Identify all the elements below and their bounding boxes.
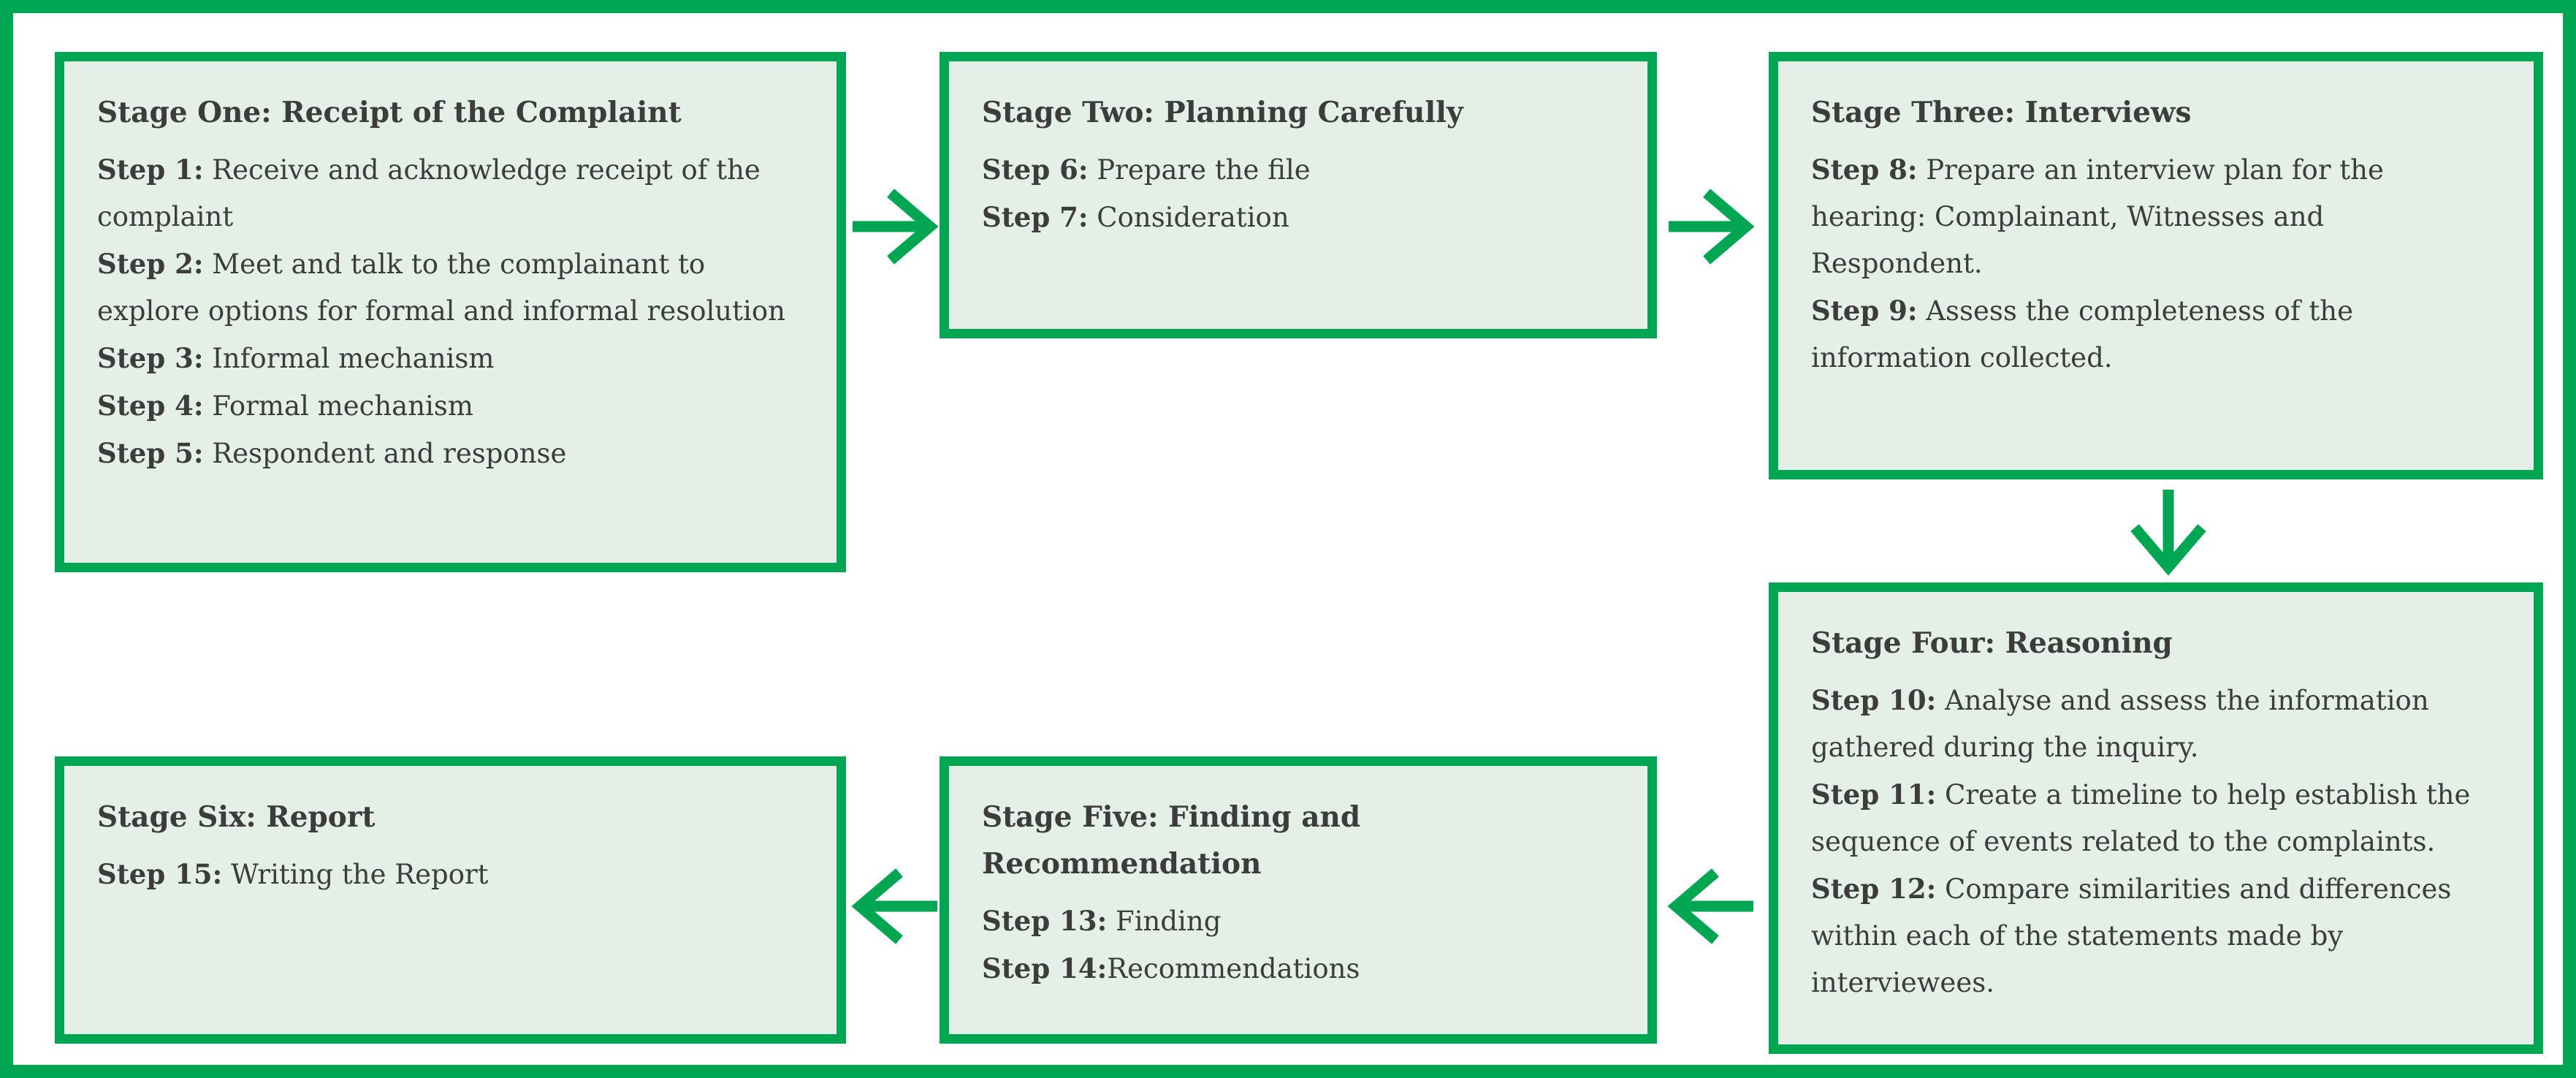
step-14-text: Recommendations <box>1107 953 1360 984</box>
stage-six-box: Stage Six: Report Step 15: Writing the R… <box>55 756 846 1044</box>
step-1: Step 1: Receive and acknowledge receipt … <box>97 146 785 240</box>
step-10-text: Analyse and assess the information gathe… <box>1811 685 2429 763</box>
step-8-text: Prepare an interview plan for the hearin… <box>1811 154 2384 279</box>
step-2-text: Meet and talk to the complainant to expl… <box>97 248 785 327</box>
stage-one-title: Stage One: Receipt of the Complaint <box>97 96 682 129</box>
step-6: Step 6: Prepare the file <box>982 146 1596 194</box>
step-1-text: Receive and acknowledge receipt of the c… <box>97 154 761 232</box>
stage-five-title: Stage Five: Finding and Recommendation <box>982 800 1361 881</box>
step-3-text: Informal mechanism <box>203 343 495 374</box>
stage-three-box: Stage Three: Interviews Step 8: Prepare … <box>1769 52 2543 479</box>
step-9-label: Step 9: <box>1811 295 1918 327</box>
step-5-label: Step 5: <box>97 437 204 469</box>
step-11-label: Step 11: <box>1811 778 1937 811</box>
step-2: Step 2: Meet and talk to the complainant… <box>97 240 785 335</box>
step-4-label: Step 4: <box>97 390 204 422</box>
step-8-label: Step 8: <box>1811 153 1918 186</box>
stage-four-title: Stage Four: Reasoning <box>1811 626 2173 660</box>
step-15: Step 15: Writing the Report <box>97 851 785 898</box>
step-10: Step 10: Analyse and assess the informat… <box>1811 677 2482 771</box>
arrow-stage-two-to-stage-three-right-icon <box>1669 189 1755 265</box>
step-4: Step 4: Formal mechanism <box>97 382 785 430</box>
arrow-stage-one-to-stage-two-right-icon <box>853 189 939 265</box>
step-8: Step 8: Prepare an interview plan for th… <box>1811 146 2482 287</box>
step-3: Step 3: Informal mechanism <box>97 335 785 382</box>
step-11: Step 11: Create a timeline to help estab… <box>1811 771 2482 865</box>
arrow-stage-three-to-stage-four-down-icon <box>2130 490 2206 576</box>
stage-two-title: Stage Two: Planning Carefully <box>982 96 1463 129</box>
step-13-text: Finding <box>1107 906 1222 937</box>
step-10-label: Step 10: <box>1811 684 1937 716</box>
step-4-text: Formal mechanism <box>203 390 473 422</box>
step-9: Step 9: Assess the completeness of the i… <box>1811 287 2482 382</box>
step-3-label: Step 3: <box>97 342 204 374</box>
step-6-label: Step 6: <box>982 153 1089 186</box>
stage-two-box: Stage Two: Planning Carefully Step 6: Pr… <box>940 52 1657 338</box>
step-13-label: Step 13: <box>982 905 1108 937</box>
step-14: Step 14:Recommendations <box>982 945 1596 992</box>
step-5: Step 5: Respondent and response <box>97 430 785 477</box>
step-1-label: Step 1: <box>97 153 204 186</box>
stage-five-box: Stage Five: Finding and Recommendation S… <box>940 756 1657 1044</box>
step-6-text: Prepare the file <box>1088 154 1311 186</box>
step-14-label: Step 14: <box>982 952 1108 984</box>
step-7: Step 7: Consideration <box>982 194 1596 241</box>
arrow-stage-four-to-stage-five-left-icon <box>1667 868 1753 944</box>
step-11-text: Create a timeline to help establish the … <box>1811 779 2471 857</box>
step-12-label: Step 12: <box>1811 873 1937 905</box>
step-7-text: Consideration <box>1088 202 1289 233</box>
step-15-text: Writing the Report <box>222 859 489 890</box>
stage-one-box: Stage One: Receipt of the Complaint Step… <box>55 52 846 572</box>
step-12: Step 12: Compare similarities and differ… <box>1811 865 2482 1006</box>
step-15-label: Step 15: <box>97 858 223 890</box>
step-13: Step 13: Finding <box>982 897 1596 945</box>
stage-three-title: Stage Three: Interviews <box>1811 96 2192 129</box>
stage-six-title: Stage Six: Report <box>97 800 376 834</box>
step-2-label: Step 2: <box>97 248 204 280</box>
step-7-label: Step 7: <box>982 201 1089 233</box>
step-12-text: Compare similarities and differences wit… <box>1811 873 2452 998</box>
arrow-stage-five-to-stage-six-left-icon <box>851 868 937 944</box>
step-5-text: Respondent and response <box>203 438 567 469</box>
stage-four-box: Stage Four: Reasoning Step 10: Analyse a… <box>1769 582 2543 1054</box>
step-9-text: Assess the completeness of the informati… <box>1811 295 2354 373</box>
